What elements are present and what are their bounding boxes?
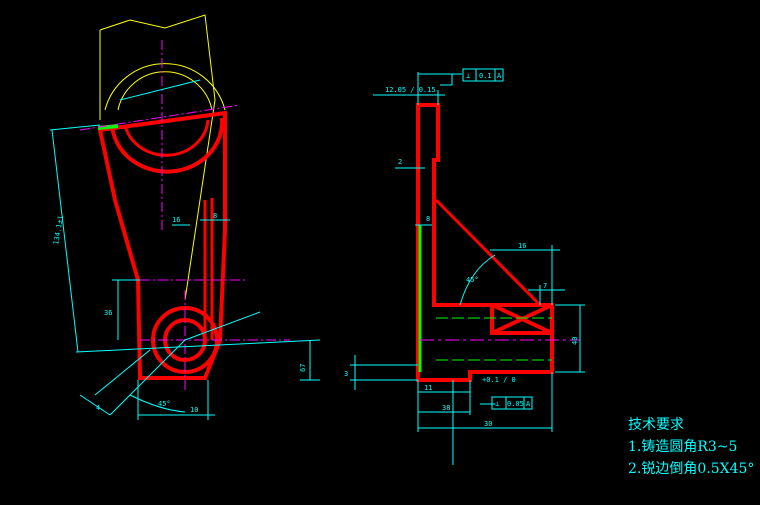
tol2-symbol: ⊥ <box>495 400 499 408</box>
centerline-diag <box>79 104 241 131</box>
part-outline <box>97 110 227 380</box>
dim-left-slot2: 8 <box>213 212 217 220</box>
dim-right-38: 38 <box>442 404 450 412</box>
tolerance-frame-1: ⊥ 0.1 A <box>462 68 504 82</box>
tol1-datum: A <box>497 72 502 80</box>
dim-right-7: 7 <box>543 282 547 290</box>
green-edge <box>97 124 119 130</box>
dim-left-right-height: 67 <box>299 364 307 372</box>
right-dimension-lines <box>350 72 585 465</box>
dim-left-length: 134.1±1 <box>52 215 65 245</box>
tol2-datum: A <box>526 400 531 408</box>
tol1-value: 0.1 <box>479 72 492 80</box>
tol2-value: 0.05 <box>507 400 524 408</box>
left-dimension-lines <box>49 79 321 420</box>
top-arc <box>110 117 225 174</box>
right-boss <box>490 303 554 335</box>
tol1-symbol: ⊥ <box>466 72 470 80</box>
construction-outline <box>99 14 216 301</box>
dim-right-angle: 45° <box>466 276 479 284</box>
dim-left-slot: 16 <box>172 216 180 224</box>
dim-right-3: 3 <box>344 370 348 378</box>
requirement-1: 1.铸造圆角R3~5 <box>628 439 738 455</box>
dim-right-8: 8 <box>426 215 430 223</box>
right-rib <box>434 198 542 307</box>
dim-left-bottom-width: 10 <box>190 406 198 414</box>
dim-right-40: 40 <box>571 337 579 345</box>
dim-right-top: 12.05 / 0.15 <box>385 86 436 94</box>
technical-requirements: 技术要求 1.铸造圆角R3~5 2.锐边倒角0.5X45° <box>628 414 754 480</box>
left-view: 134.1±1 36 10 45° 4 16 8 67 <box>49 14 321 420</box>
requirements-title: 技术要求 <box>628 417 684 433</box>
construction-arc <box>104 63 226 111</box>
right-view: 12.05 / 0.15 2 8 16 7 45° 40 3 11 38 30 … <box>344 68 585 465</box>
right-part-outline <box>416 103 554 382</box>
inner-arc <box>123 119 210 157</box>
dim-left-height: 36 <box>104 309 112 317</box>
dim-right-30: 30 <box>484 420 492 428</box>
dim-left-angle: 45° <box>158 400 171 408</box>
requirement-2: 2.锐边倒角0.5X45° <box>628 461 755 477</box>
dim-right-16: 16 <box>518 242 526 250</box>
tolerance-frame-2: ⊥ 0.05 A <box>491 396 533 410</box>
dim-right-11: 11 <box>424 384 432 392</box>
construction-arc-inner <box>117 71 213 111</box>
dim-right-2: 2 <box>398 158 402 166</box>
dim-left-small: 4 <box>96 404 100 412</box>
dim-right-tol: +0.1 / 0 <box>482 376 516 384</box>
hidden-lines <box>436 317 552 361</box>
